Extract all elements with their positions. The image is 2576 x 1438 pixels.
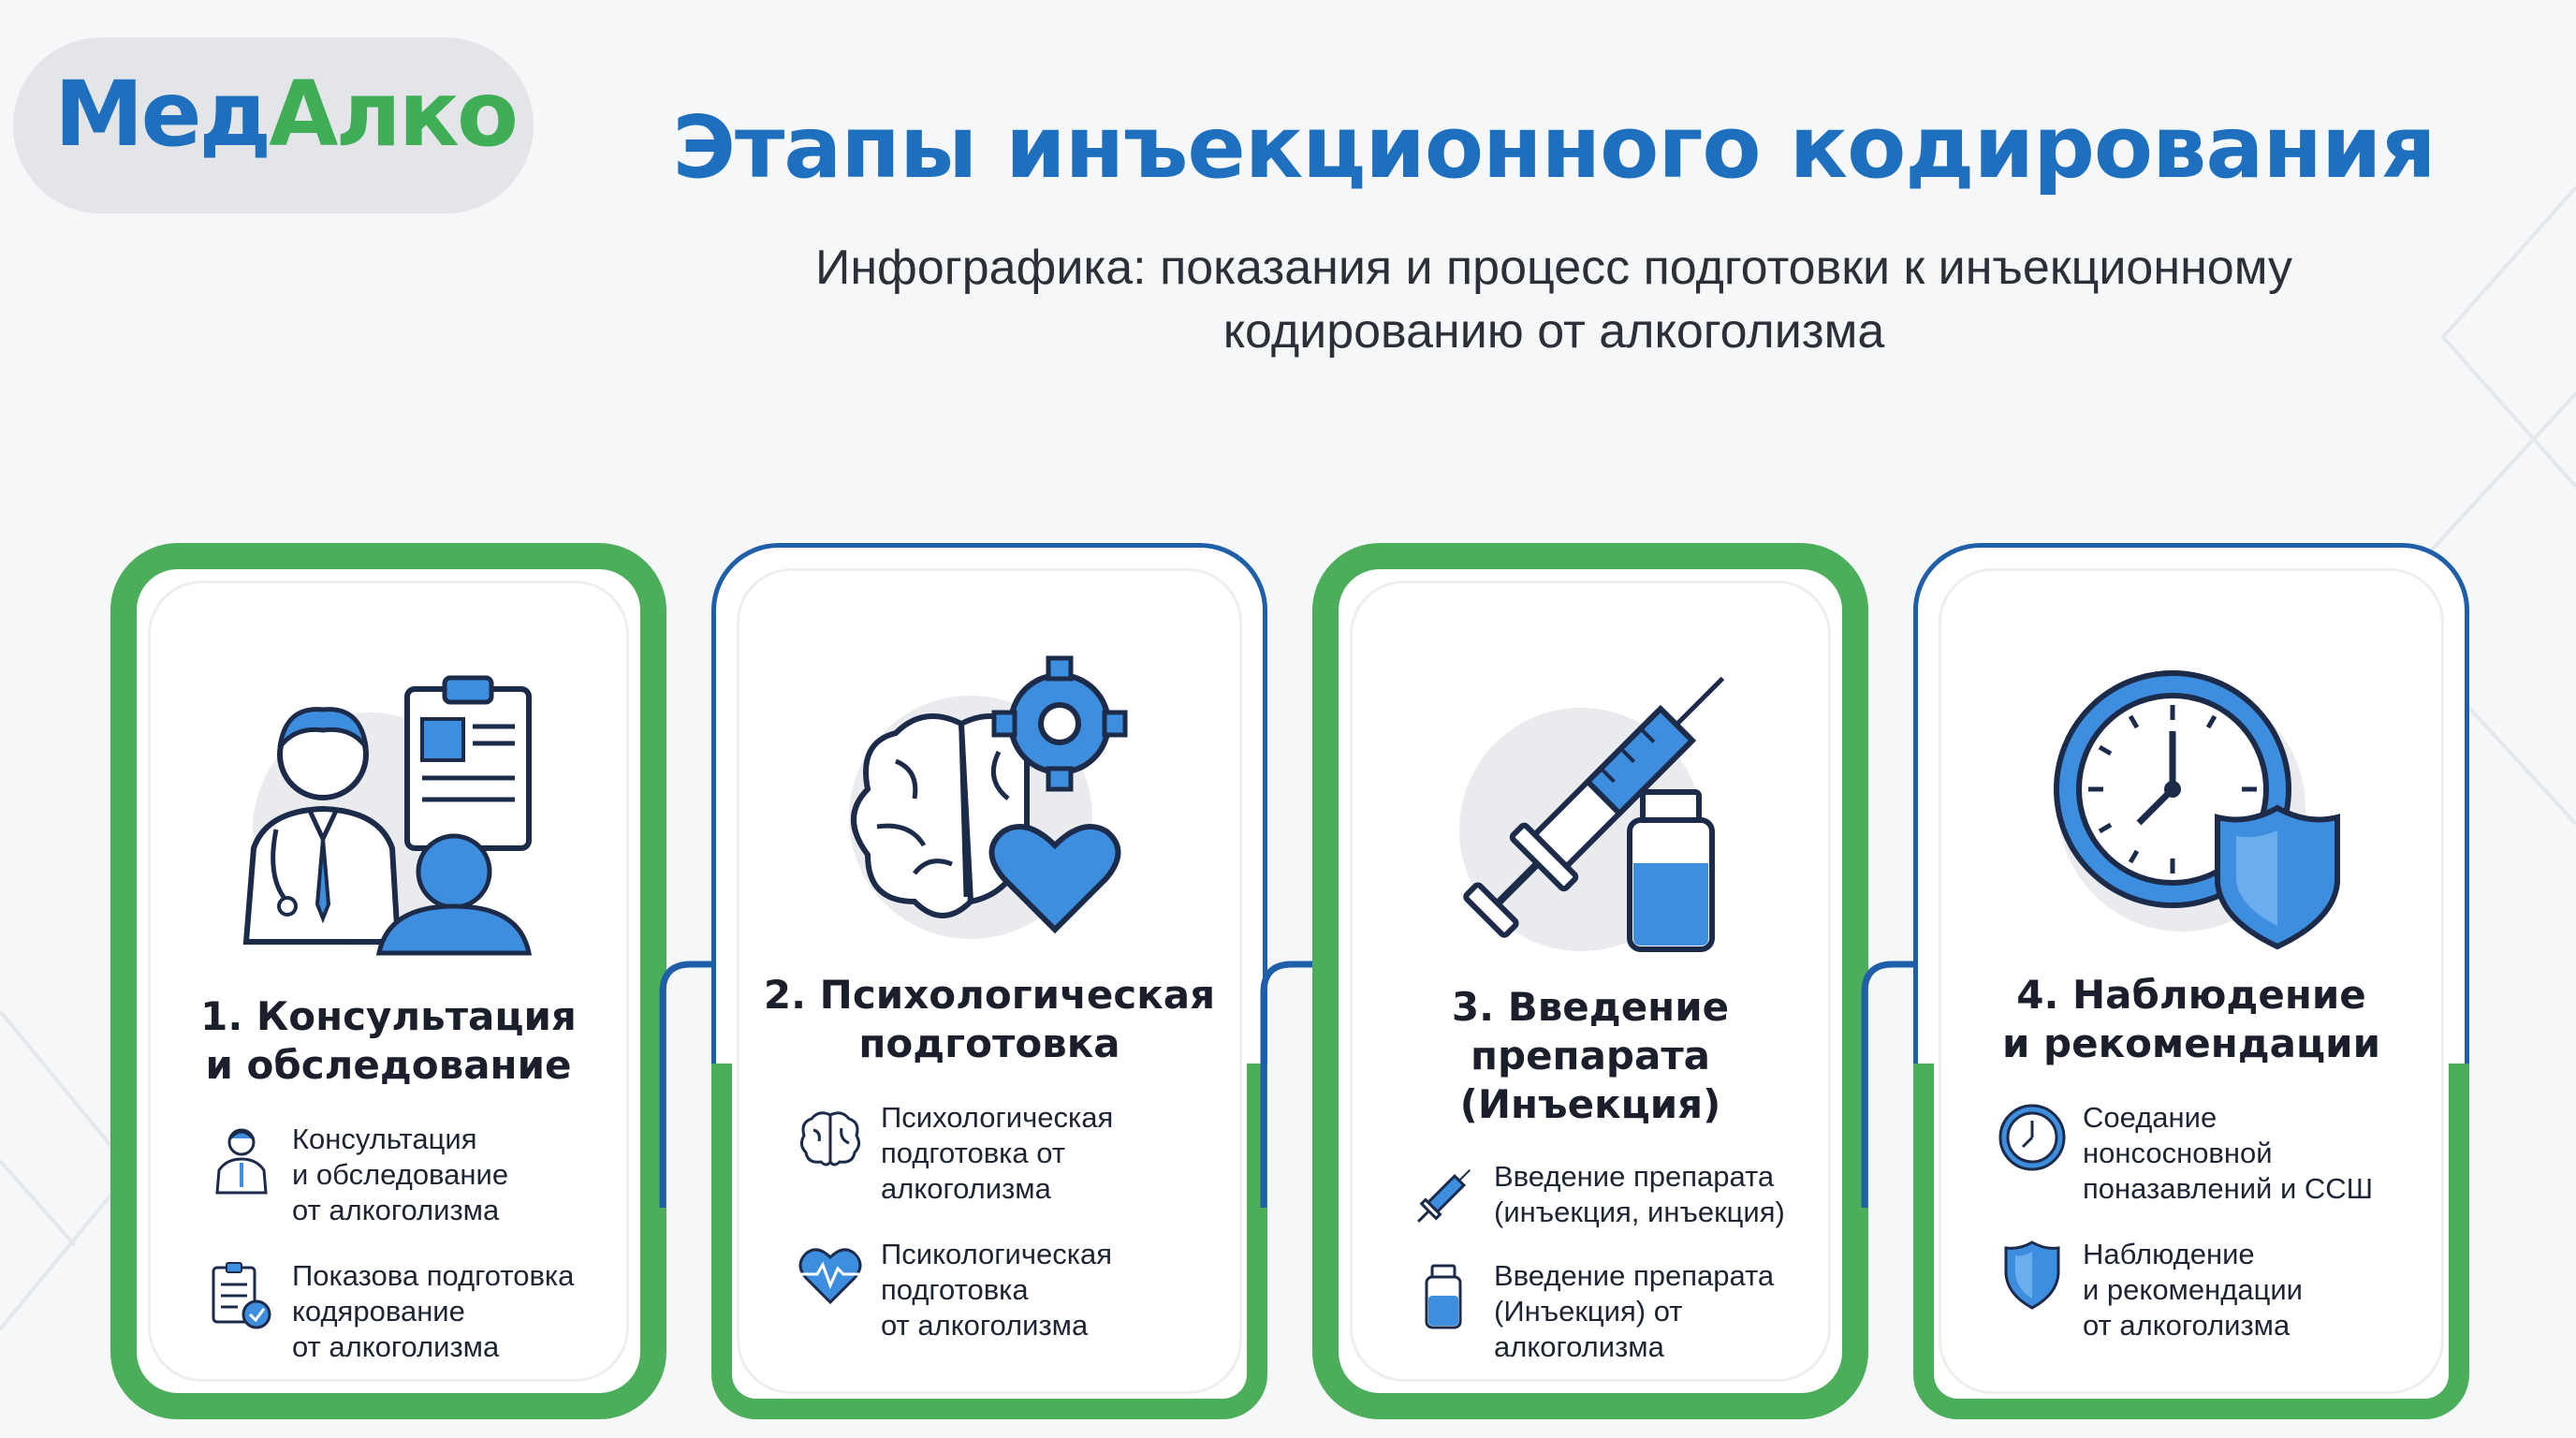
page-subtitle: Инфографика: показания и процесс подгото… (618, 236, 2490, 363)
step-1-title-line-2: и обследование (205, 1042, 572, 1088)
step-card-4-panel: 4. Наблюдение и рекомендации Соедание но… (1939, 568, 2444, 1394)
step-2-item-1: Психологическая подготовка от алкоголизм… (793, 1100, 1214, 1207)
step-3-item-1-line-1: Введение препарата (1494, 1160, 1775, 1193)
step-1-item-1-line-1: Консультация (292, 1123, 477, 1155)
step-1-item-2: Показова подготовка кодярование от алког… (204, 1258, 601, 1365)
step-3-item-1: Введение препарата (инъекция, инъекция) (1406, 1159, 1803, 1234)
step-1-title-line-1: 1. Консультация (200, 993, 577, 1039)
step-1-item-2-line-1: Показова подготовка (292, 1259, 575, 1292)
step-4-item-1-line-3: поназавлений и ССШ (2083, 1172, 2374, 1205)
step-2-item-1-line-1: Психологическая (881, 1101, 1114, 1134)
step-3-title-line-2: препарата (1470, 1033, 1711, 1078)
heart-pulse-icon (793, 1237, 868, 1312)
step-2-item-2-line-2: подготовка (881, 1273, 1029, 1306)
logo-part-med: Мед (54, 62, 271, 167)
doctor-icon (204, 1122, 279, 1196)
checklist-icon (204, 1258, 279, 1333)
step-2-title-line-2: подготовка (858, 1020, 1120, 1066)
step-card-2: 2. Психологическая подготовка Психологич… (711, 543, 1267, 1419)
clock-icon (1995, 1100, 2070, 1175)
step-4-title-line-2: и рекомендации (2001, 1020, 2381, 1066)
vial-icon (1406, 1258, 1481, 1333)
shield-icon (1995, 1237, 2070, 1312)
step-2-item-1-line-2: подготовка от (881, 1137, 1066, 1169)
step-1-item-2-line-2: кодярование (292, 1295, 465, 1328)
step-4-item-1-line-1: Соедание (2083, 1101, 2217, 1134)
step-1-item-1-line-3: от алкоголизма (292, 1194, 500, 1226)
step-card-1: 1. Консультация и обследование Консульта… (110, 543, 666, 1419)
step-4-item-2: Наблюдение и рекомендации от алкоголизма (1995, 1237, 2416, 1343)
step-card-2-panel: 2. Психологическая подготовка Психологич… (737, 568, 1242, 1394)
step-3-title: 3. Введение препарата (Инъекция) (1350, 983, 1831, 1129)
step-1-item-1: Консультация и обследование от алкоголиз… (204, 1122, 601, 1228)
step-3-item-2-line-3: алкоголизма (1494, 1330, 1664, 1363)
step-card-1-panel: 1. Консультация и обследование Консульта… (148, 580, 629, 1382)
step-2-item-2-line-3: от алкоголизма (881, 1309, 1089, 1342)
step-3-item-1-line-2: (инъекция, инъекция) (1494, 1196, 1785, 1228)
step-4-item-1-line-2: нонсосновной (2083, 1137, 2273, 1169)
syringe-icon (1406, 1159, 1481, 1234)
step-card-3-panel: 3. Введение препарата (Инъекция) Введени… (1350, 580, 1831, 1382)
step-3-title-line-3: (Инъекция) (1459, 1081, 1721, 1127)
doctor-patient-clipboard-icon (220, 661, 557, 970)
subtitle-line-1: Инфографика: показания и процесс подгото… (814, 241, 2293, 295)
step-card-3: 3. Введение препарата (Инъекция) Введени… (1312, 543, 1868, 1419)
step-4-item-1: Соедание нонсосновной поназавлений и ССШ (1995, 1100, 2416, 1207)
step-card-4: 4. Наблюдение и рекомендации Соедание но… (1913, 543, 2469, 1419)
step-3-item-2-line-2: (Инъекция) от (1494, 1295, 1683, 1328)
step-1-title: 1. Консультация и обследование (148, 992, 629, 1090)
logo-background (13, 37, 534, 213)
step-3-title-line-1: 3. Введение (1451, 984, 1730, 1030)
step-2-title-line-1: 2. Психологическая (763, 972, 1216, 1018)
step-3-item-2-line-1: Введение препарата (1494, 1259, 1775, 1292)
step-2-item-1-line-3: алкоголизма (881, 1172, 1051, 1205)
logo-part-alko: Алко (269, 62, 519, 167)
brain-icon (793, 1100, 868, 1175)
step-3-item-2: Введение препарата (Инъекция) от алкогол… (1406, 1258, 1803, 1365)
step-4-item-2-line-3: от алкоголизма (2083, 1309, 2291, 1342)
step-4-title-line-1: 4. Наблюдение (2016, 972, 2366, 1018)
step-4-item-2-line-2: и рекомендации (2083, 1273, 2303, 1306)
step-1-item-2-line-3: от алкоголизма (292, 1330, 500, 1363)
page-title: Этапы инъекционного кодирования (672, 97, 2436, 198)
step-2-item-2-line-1: Псикологическая (881, 1238, 1113, 1270)
brain-gear-heart-icon (821, 649, 1158, 958)
subtitle-line-2: кодированию от алкоголизма (1222, 304, 1885, 359)
clock-shield-icon (2023, 649, 2360, 958)
logo: МедАлко (54, 58, 519, 170)
step-4-title: 4. Наблюдение и рекомендации (1939, 971, 2444, 1068)
step-card-4-accent (1913, 1064, 2469, 1419)
step-2-title: 2. Психологическая подготовка (737, 971, 1242, 1068)
step-1-item-1-line-2: и обследование (292, 1158, 509, 1191)
syringe-vial-icon (1422, 661, 1759, 970)
step-2-item-2: Псикологическая подготовка от алкоголизм… (793, 1237, 1214, 1343)
step-4-item-2-line-1: Наблюдение (2083, 1238, 2255, 1270)
